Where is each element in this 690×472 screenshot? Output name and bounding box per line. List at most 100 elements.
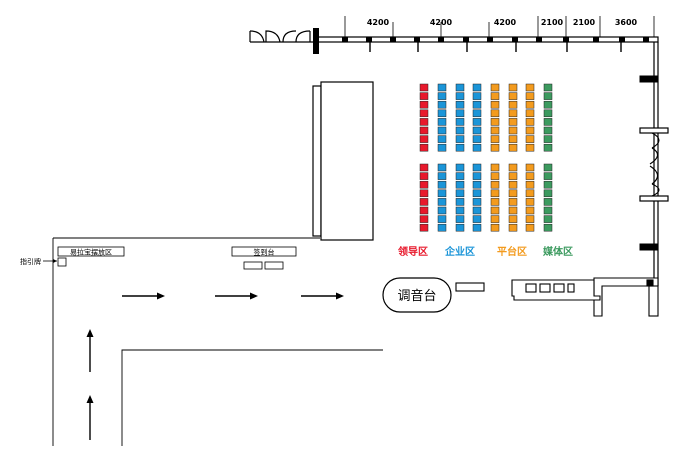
seat [419, 92, 429, 100]
dimension-label-5: 2100 [573, 18, 596, 27]
seat [525, 92, 535, 100]
seat [508, 109, 518, 118]
seat [419, 180, 429, 189]
seat [490, 118, 500, 126]
seat [543, 118, 553, 126]
seat [437, 100, 447, 109]
seat [543, 223, 553, 232]
seat [472, 118, 482, 126]
seat [419, 198, 429, 206]
seat [543, 180, 553, 189]
seat [543, 206, 553, 215]
seat [490, 83, 500, 92]
seat [437, 109, 447, 118]
seat [455, 92, 465, 100]
seat [508, 215, 518, 223]
seat [419, 206, 429, 215]
seat [472, 189, 482, 198]
seat [437, 215, 447, 223]
seat [437, 172, 447, 180]
seat [437, 118, 447, 126]
seat [455, 189, 465, 198]
service-counter [511, 277, 659, 317]
seat [419, 172, 429, 180]
seat [472, 100, 482, 109]
photo-banner-label: 易拉宝摆放区 [70, 248, 112, 257]
seat [437, 223, 447, 232]
seat [508, 180, 518, 189]
seat [437, 189, 447, 198]
seat [543, 163, 553, 172]
seat [525, 100, 535, 109]
seat [437, 92, 447, 100]
seat [472, 143, 482, 152]
seat [472, 83, 482, 92]
seat [490, 163, 500, 172]
seat [455, 223, 465, 232]
seat [419, 215, 429, 223]
seat [455, 163, 465, 172]
seat [525, 180, 535, 189]
seat [525, 163, 535, 172]
dimension-label-3: 4200 [494, 18, 517, 27]
seat [472, 215, 482, 223]
arrow-up-icon [86, 395, 94, 440]
arrow-right-icon [122, 292, 165, 300]
flow-arrows [86, 292, 344, 440]
arrow-up-icon [86, 329, 94, 372]
seat [490, 109, 500, 118]
guide-sign: 指引牌 [20, 257, 67, 267]
seat [419, 83, 429, 92]
zone-label-leaders: 领导区 [398, 245, 428, 258]
seat [525, 118, 535, 126]
seat [437, 143, 447, 152]
sound-desk-label: 调音台 [397, 288, 436, 304]
seat [455, 109, 465, 118]
seating-area [419, 83, 553, 232]
photo-banner-area: 易拉宝摆放区 [57, 246, 125, 257]
seat [508, 172, 518, 180]
seat [455, 215, 465, 223]
seat [419, 100, 429, 109]
seat [543, 109, 553, 118]
seat [472, 172, 482, 180]
seat [490, 135, 500, 143]
seat [455, 172, 465, 180]
seat [472, 109, 482, 118]
seat [419, 143, 429, 152]
seat [525, 126, 535, 135]
seat [508, 126, 518, 135]
seat [455, 118, 465, 126]
entrance-doors [249, 30, 313, 43]
seat [472, 126, 482, 135]
seat [525, 143, 535, 152]
top-wall [313, 28, 659, 54]
seat [437, 126, 447, 135]
seat [543, 92, 553, 100]
seat [525, 172, 535, 180]
seat [525, 198, 535, 206]
seat [543, 215, 553, 223]
dimension-bar [344, 16, 655, 38]
seat [472, 223, 482, 232]
zone-label-enterprise: 企业区 [444, 245, 475, 258]
seat [419, 135, 429, 143]
seat [525, 109, 535, 118]
seat [543, 143, 553, 152]
seat [525, 189, 535, 198]
seat [490, 198, 500, 206]
seat [455, 126, 465, 135]
sound-desk: 调音台 [382, 277, 485, 313]
seat [419, 189, 429, 198]
seat [437, 180, 447, 189]
arrow-right-icon [301, 292, 344, 300]
seat [508, 189, 518, 198]
checkin-desk: 签到台 [231, 246, 297, 270]
checkin-desk-label: 签到台 [254, 248, 275, 257]
seat [508, 83, 518, 92]
seat [455, 135, 465, 143]
seat [543, 100, 553, 109]
seat [419, 223, 429, 232]
seat [437, 198, 447, 206]
